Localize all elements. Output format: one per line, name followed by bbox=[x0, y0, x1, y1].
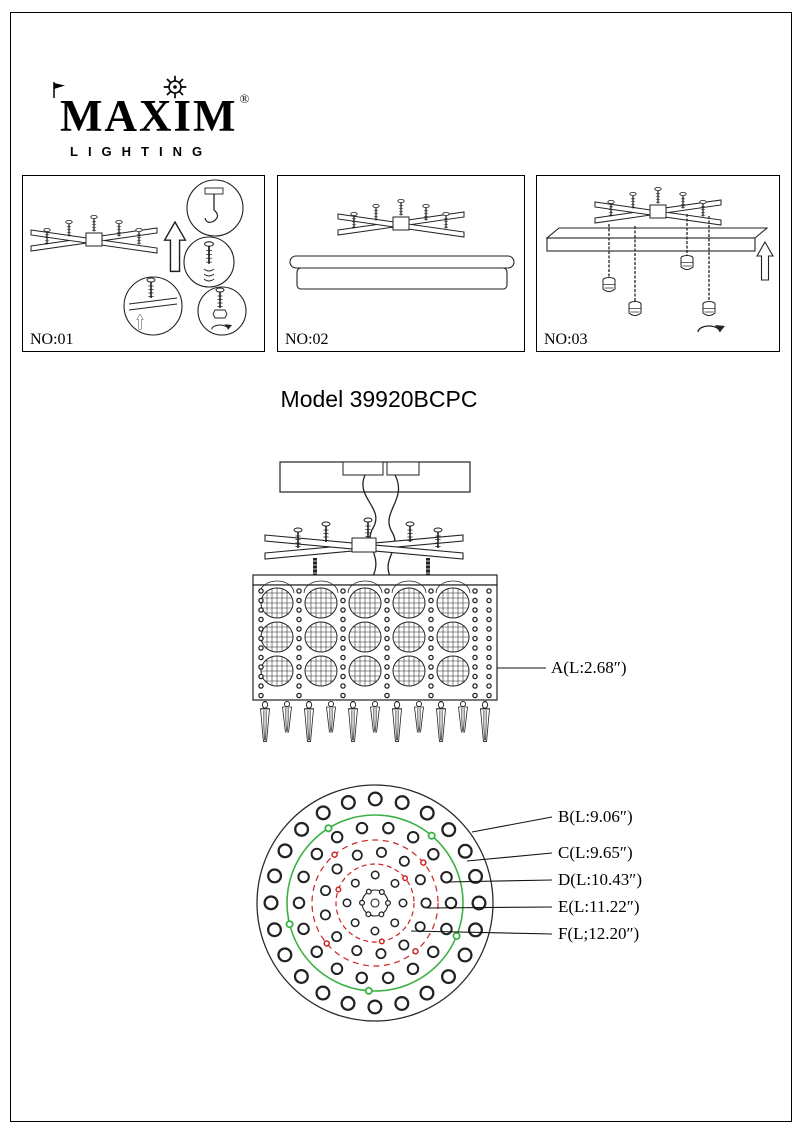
gear-icon bbox=[163, 75, 187, 99]
dim-a-label: A(L:2.68″) bbox=[551, 658, 627, 677]
fixture-assembly-figure: A(L:2.68″) bbox=[252, 461, 627, 742]
model-title: Model 39920BCPC bbox=[280, 386, 478, 412]
bottom-view-figure: B(L:9.06″) C(L:9.65″) D(L:10.43″) E(L:11… bbox=[256, 784, 642, 1022]
threaded-nipple bbox=[425, 558, 431, 576]
scallop-arcs bbox=[259, 580, 471, 594]
canopy-plate-drawing bbox=[289, 255, 515, 290]
brand-subtitle: LIGHTING bbox=[70, 144, 213, 159]
finial-drawing bbox=[602, 277, 616, 292]
up-arrow-icon bbox=[163, 221, 187, 273]
bead-ring-2 bbox=[292, 820, 458, 986]
drum-shade bbox=[252, 574, 498, 701]
bead-ring-3 bbox=[318, 846, 432, 960]
detail-circle-mount bbox=[123, 276, 183, 336]
bead-ring-inner bbox=[342, 870, 408, 936]
registered-mark: ® bbox=[239, 91, 250, 106]
crystal-grid bbox=[260, 587, 470, 687]
crossbar-drawing bbox=[595, 187, 721, 225]
dim-c-leader bbox=[466, 852, 553, 862]
green-guide-ring bbox=[283, 811, 467, 995]
ceiling-plate-drawing bbox=[545, 227, 769, 252]
dim-d-leader bbox=[446, 879, 553, 883]
red-guide-ring-outer bbox=[308, 836, 442, 970]
crossbar-drawing bbox=[31, 215, 157, 253]
step-label-1: NO:01 bbox=[30, 331, 74, 348]
dim-c-label: C(L:9.65″) bbox=[558, 843, 633, 862]
junction-box bbox=[279, 461, 471, 493]
step3-illustration bbox=[545, 176, 774, 333]
wire bbox=[362, 474, 377, 577]
tassel-row bbox=[259, 700, 491, 742]
center-hub bbox=[359, 887, 391, 919]
dim-d-label: D(L:10.43″) bbox=[558, 870, 642, 889]
crossbar-drawing bbox=[338, 199, 464, 237]
mounting-crossbar bbox=[264, 517, 464, 560]
finial-drawing bbox=[702, 301, 716, 316]
brand-name: MAXIM bbox=[60, 91, 238, 141]
finial-drawing bbox=[680, 255, 694, 270]
red-guide-ring-inner bbox=[333, 861, 417, 945]
detail-circle-nut bbox=[197, 286, 247, 336]
detail-circle-screw bbox=[183, 236, 235, 288]
brand-logo: MAXIM® LIGHTING bbox=[53, 75, 286, 162]
mounting-rods bbox=[608, 214, 710, 304]
step-label-3: NO:03 bbox=[544, 331, 588, 348]
step-panel-1: NO:01 bbox=[22, 175, 265, 352]
page-border bbox=[10, 12, 792, 1122]
bead-strands bbox=[258, 588, 492, 699]
dim-f-label: F(L;12.20″) bbox=[558, 924, 639, 943]
step-label-2: NO:02 bbox=[285, 331, 329, 348]
step-panel-3: NO:03 bbox=[536, 175, 780, 352]
wire bbox=[387, 474, 400, 577]
up-arrow-icon bbox=[756, 241, 774, 281]
dim-f-leader bbox=[410, 930, 553, 935]
finial-drawing bbox=[628, 301, 642, 316]
step2-illustration bbox=[289, 176, 515, 290]
bead-ring-outer bbox=[263, 791, 487, 1015]
dim-e-label: E(L:11.22″) bbox=[558, 897, 640, 916]
brand-row: MAXIM® bbox=[60, 90, 249, 142]
detail-circle-hook bbox=[186, 179, 244, 237]
dim-b-label: B(L:9.06″) bbox=[558, 807, 633, 826]
rotate-arrow-icon bbox=[697, 324, 726, 333]
step-panel-2: NO:02 bbox=[277, 175, 525, 352]
dim-b-leader bbox=[471, 816, 553, 833]
dim-e-leader bbox=[426, 906, 553, 909]
threaded-nipple bbox=[312, 558, 318, 576]
step1-illustration bbox=[23, 179, 247, 336]
flag-icon bbox=[53, 82, 65, 98]
